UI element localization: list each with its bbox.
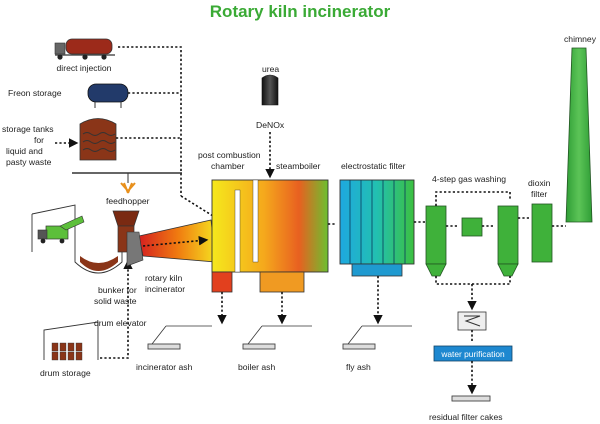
flow-scrubber-bottom — [435, 276, 511, 285]
drum-storage-building — [43, 321, 99, 361]
flow-through-kiln — [142, 235, 209, 247]
gas-washer — [425, 205, 519, 277]
label-bunker-2: solid waste — [94, 296, 137, 306]
label-steamboiler: steamboiler — [276, 161, 321, 171]
label-gas-washing: 4-step gas washing — [432, 174, 506, 184]
label-chimney: chimney — [564, 34, 597, 44]
water-purification-box — [433, 345, 513, 362]
urea-tank-icon — [261, 74, 279, 106]
label-storage-tanks-1: storage tanks — [2, 124, 54, 134]
label-storage-tanks-3: liquid and — [6, 146, 43, 156]
label-freon-storage: Freon storage — [8, 88, 62, 98]
dioxin-filter — [531, 203, 553, 263]
label-water-purification: water purification — [440, 349, 505, 359]
label-post-combustion-1: post combustion — [198, 150, 261, 160]
label-feedhopper: feedhopper — [106, 196, 150, 206]
flow-direct-injection — [118, 46, 182, 196]
flow-to-kiln-main — [180, 195, 224, 223]
fly-ash-conveyor — [342, 325, 412, 350]
label-fly-ash: fly ash — [346, 362, 371, 372]
label-bunker-1: bunker for — [98, 285, 137, 295]
label-residual-filter-cakes: residual filter cakes — [429, 412, 503, 422]
rotary-kiln — [126, 219, 217, 267]
garbage-truck-icon — [37, 215, 85, 244]
freon-tank-icon — [87, 83, 129, 108]
incinerator-ash-conveyor — [147, 325, 212, 350]
flow-scrubber-top — [435, 191, 511, 206]
label-direct-injection: direct injection — [57, 63, 112, 73]
label-incinerator-ash: incinerator ash — [136, 362, 193, 372]
label-post-combustion-2: chamber — [211, 161, 245, 171]
liquid-waste-tank-icon — [79, 118, 117, 161]
filter-cakes-tray — [451, 395, 491, 402]
label-storage-tanks-4: pasty waste — [6, 157, 52, 167]
diagram-title: Rotary kiln incinerator — [210, 2, 391, 21]
label-dioxin-2: filter — [531, 189, 547, 199]
label-drum-elevator: drum elevator — [94, 318, 147, 328]
label-boiler-ash: boiler ash — [238, 362, 275, 372]
label-rotary-kiln-2: incinerator — [145, 284, 185, 294]
label-drum-storage: drum storage — [40, 368, 91, 378]
label-rotary-kiln-1: rotary kiln — [145, 273, 182, 283]
label-dioxin-1: dioxin — [528, 178, 551, 188]
filter-press-icon — [457, 311, 487, 331]
crane-grab-icon — [120, 173, 136, 194]
flow-drum-elevator — [100, 259, 133, 359]
tanker-truck-icon — [54, 38, 115, 60]
label-electrostatic-filter: electrostatic filter — [341, 161, 406, 171]
label-urea: urea — [262, 64, 279, 74]
label-storage-tanks-2: for — [34, 135, 44, 145]
boiler-ash-conveyor — [242, 325, 312, 350]
filter-zigzag-icon — [464, 315, 481, 327]
electrostatic-filter — [339, 179, 415, 277]
post-combustion-chamber — [211, 179, 329, 293]
label-denox: DeNOx — [256, 120, 285, 130]
chimney — [565, 47, 593, 223]
bunker-building — [31, 172, 182, 274]
